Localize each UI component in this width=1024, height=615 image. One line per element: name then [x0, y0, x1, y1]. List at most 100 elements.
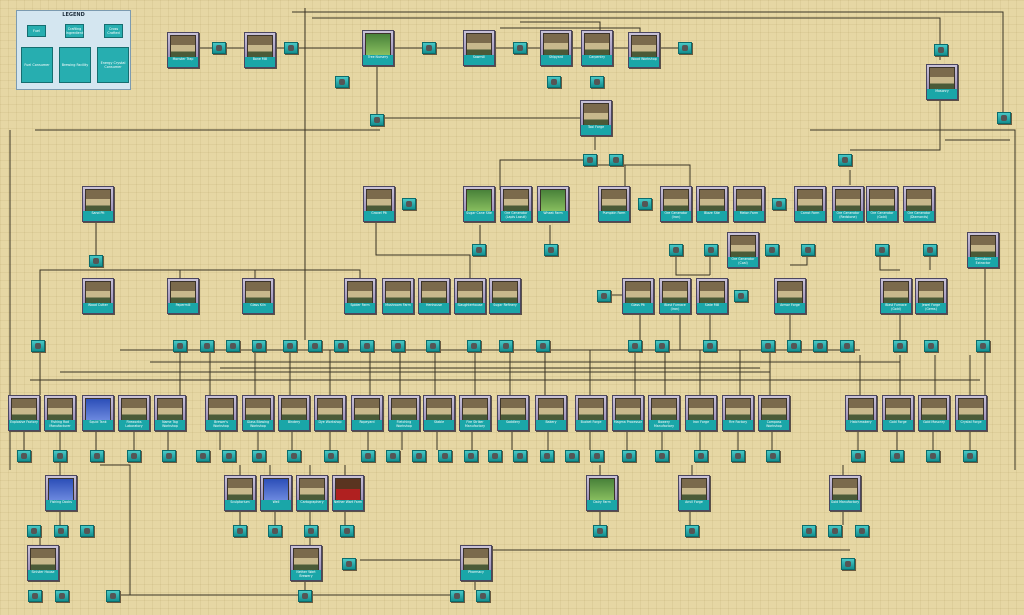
item-chip[interactable]: [106, 590, 120, 602]
item-chip[interactable]: [838, 154, 852, 166]
item-chip[interactable]: [360, 340, 374, 352]
item-chip[interactable]: [162, 450, 176, 462]
building-node[interactable]: Ore Generator (Gold): [866, 186, 898, 222]
item-chip[interactable]: [609, 154, 623, 166]
building-node[interactable]: Ropeyard: [351, 395, 383, 431]
building-node[interactable]: Bone Mill: [244, 32, 276, 68]
item-chip[interactable]: [513, 450, 527, 462]
item-chip[interactable]: [450, 590, 464, 602]
building-node[interactable]: Henhouse: [418, 278, 450, 314]
building-node[interactable]: Melon Farm: [733, 186, 765, 222]
item-chip[interactable]: [703, 340, 717, 352]
building-node[interactable]: Crystal Forge: [955, 395, 987, 431]
building-node[interactable]: Fishing Rod Manufacturer: [44, 395, 76, 431]
item-chip[interactable]: [226, 340, 240, 352]
building-node[interactable]: Pumpkin Farm: [598, 186, 630, 222]
item-chip[interactable]: [324, 450, 338, 462]
item-chip[interactable]: [934, 44, 948, 56]
item-chip[interactable]: [655, 340, 669, 352]
item-chip[interactable]: [963, 450, 977, 462]
item-chip[interactable]: [233, 525, 247, 537]
item-chip[interactable]: [252, 450, 266, 462]
item-chip[interactable]: [464, 450, 478, 462]
item-chip[interactable]: [391, 340, 405, 352]
item-chip[interactable]: [772, 198, 786, 210]
item-chip[interactable]: [54, 525, 68, 537]
building-node[interactable]: Bindery: [278, 395, 310, 431]
item-chip[interactable]: [731, 450, 745, 462]
item-chip[interactable]: [283, 340, 297, 352]
item-chip[interactable]: [80, 525, 94, 537]
item-chip[interactable]: [28, 590, 42, 602]
item-chip[interactable]: [875, 244, 889, 256]
item-chip[interactable]: [31, 340, 45, 352]
item-chip[interactable]: [540, 450, 554, 462]
building-node[interactable]: Tree Nursery: [362, 30, 394, 66]
building-node[interactable]: Papermill: [167, 278, 199, 314]
item-chip[interactable]: [212, 42, 226, 54]
item-chip[interactable]: [801, 244, 815, 256]
item-chip[interactable]: [196, 450, 210, 462]
building-node[interactable]: Sawmill: [463, 30, 495, 66]
building-node[interactable]: Mushroom Farm: [382, 278, 414, 314]
item-chip[interactable]: [499, 340, 513, 352]
building-node[interactable]: Sinister House: [27, 545, 59, 581]
building-node[interactable]: Brewer's Workshop: [205, 395, 237, 431]
item-chip[interactable]: [544, 244, 558, 256]
building-node[interactable]: Gold Masonry: [918, 395, 950, 431]
item-chip[interactable]: [304, 525, 318, 537]
item-chip[interactable]: [547, 76, 561, 88]
item-chip[interactable]: [252, 340, 266, 352]
item-chip[interactable]: [467, 340, 481, 352]
item-chip[interactable]: [997, 112, 1011, 124]
building-node[interactable]: Monster Trap: [167, 32, 199, 68]
building-node[interactable]: Ore Generator (Lapis Lazuli): [500, 186, 532, 222]
building-node[interactable]: Ore Generator (Diamonds): [903, 186, 935, 222]
item-chip[interactable]: [342, 558, 356, 570]
building-node[interactable]: Tool Forge: [580, 100, 612, 136]
building-node[interactable]: Cartographery: [296, 475, 328, 511]
building-node[interactable]: Gold Forge: [882, 395, 914, 431]
item-chip[interactable]: [565, 450, 579, 462]
item-chip[interactable]: [678, 42, 692, 54]
item-chip[interactable]: [335, 76, 349, 88]
building-node[interactable]: Ore Generator (Iron): [660, 186, 692, 222]
item-chip[interactable]: [841, 558, 855, 570]
building-node[interactable]: Shipyard: [540, 30, 572, 66]
building-node[interactable]: Carpentry: [581, 30, 613, 66]
building-node[interactable]: Dairy Farm: [586, 475, 618, 511]
item-chip[interactable]: [334, 340, 348, 352]
item-chip[interactable]: [766, 450, 780, 462]
building-node[interactable]: Ore Generator (Redstone): [832, 186, 864, 222]
item-chip[interactable]: [622, 450, 636, 462]
item-chip[interactable]: [370, 114, 384, 126]
item-chip[interactable]: [802, 525, 816, 537]
item-chip[interactable]: [926, 450, 940, 462]
building-node[interactable]: Explosive Factory: [8, 395, 40, 431]
building-node[interactable]: Glass Kiln: [242, 278, 274, 314]
item-chip[interactable]: [593, 525, 607, 537]
item-chip[interactable]: [638, 198, 652, 210]
item-chip[interactable]: [308, 340, 322, 352]
building-node[interactable]: Bakery: [535, 395, 567, 431]
building-node[interactable]: Stable: [423, 395, 455, 431]
building-node[interactable]: Wheat Farm: [537, 186, 569, 222]
item-chip[interactable]: [361, 450, 375, 462]
building-node[interactable]: Blaze Site: [696, 186, 728, 222]
item-chip[interactable]: [828, 525, 842, 537]
item-chip[interactable]: [694, 450, 708, 462]
item-chip[interactable]: [222, 450, 236, 462]
item-chip[interactable]: [976, 340, 990, 352]
item-chip[interactable]: [840, 340, 854, 352]
building-node[interactable]: Spider Farm: [344, 278, 376, 314]
building-node[interactable]: Dye Workshop: [314, 395, 346, 431]
building-node[interactable]: Bowery Manufactory: [648, 395, 680, 431]
building-node[interactable]: Glass Pit: [622, 278, 654, 314]
item-chip[interactable]: [734, 290, 748, 302]
item-chip[interactable]: [472, 244, 486, 256]
item-chip[interactable]: [597, 290, 611, 302]
building-node[interactable]: Fire Striker Manufactory: [459, 395, 491, 431]
item-chip[interactable]: [488, 450, 502, 462]
building-node[interactable]: Magma Processor: [612, 395, 644, 431]
item-chip[interactable]: [284, 42, 298, 54]
